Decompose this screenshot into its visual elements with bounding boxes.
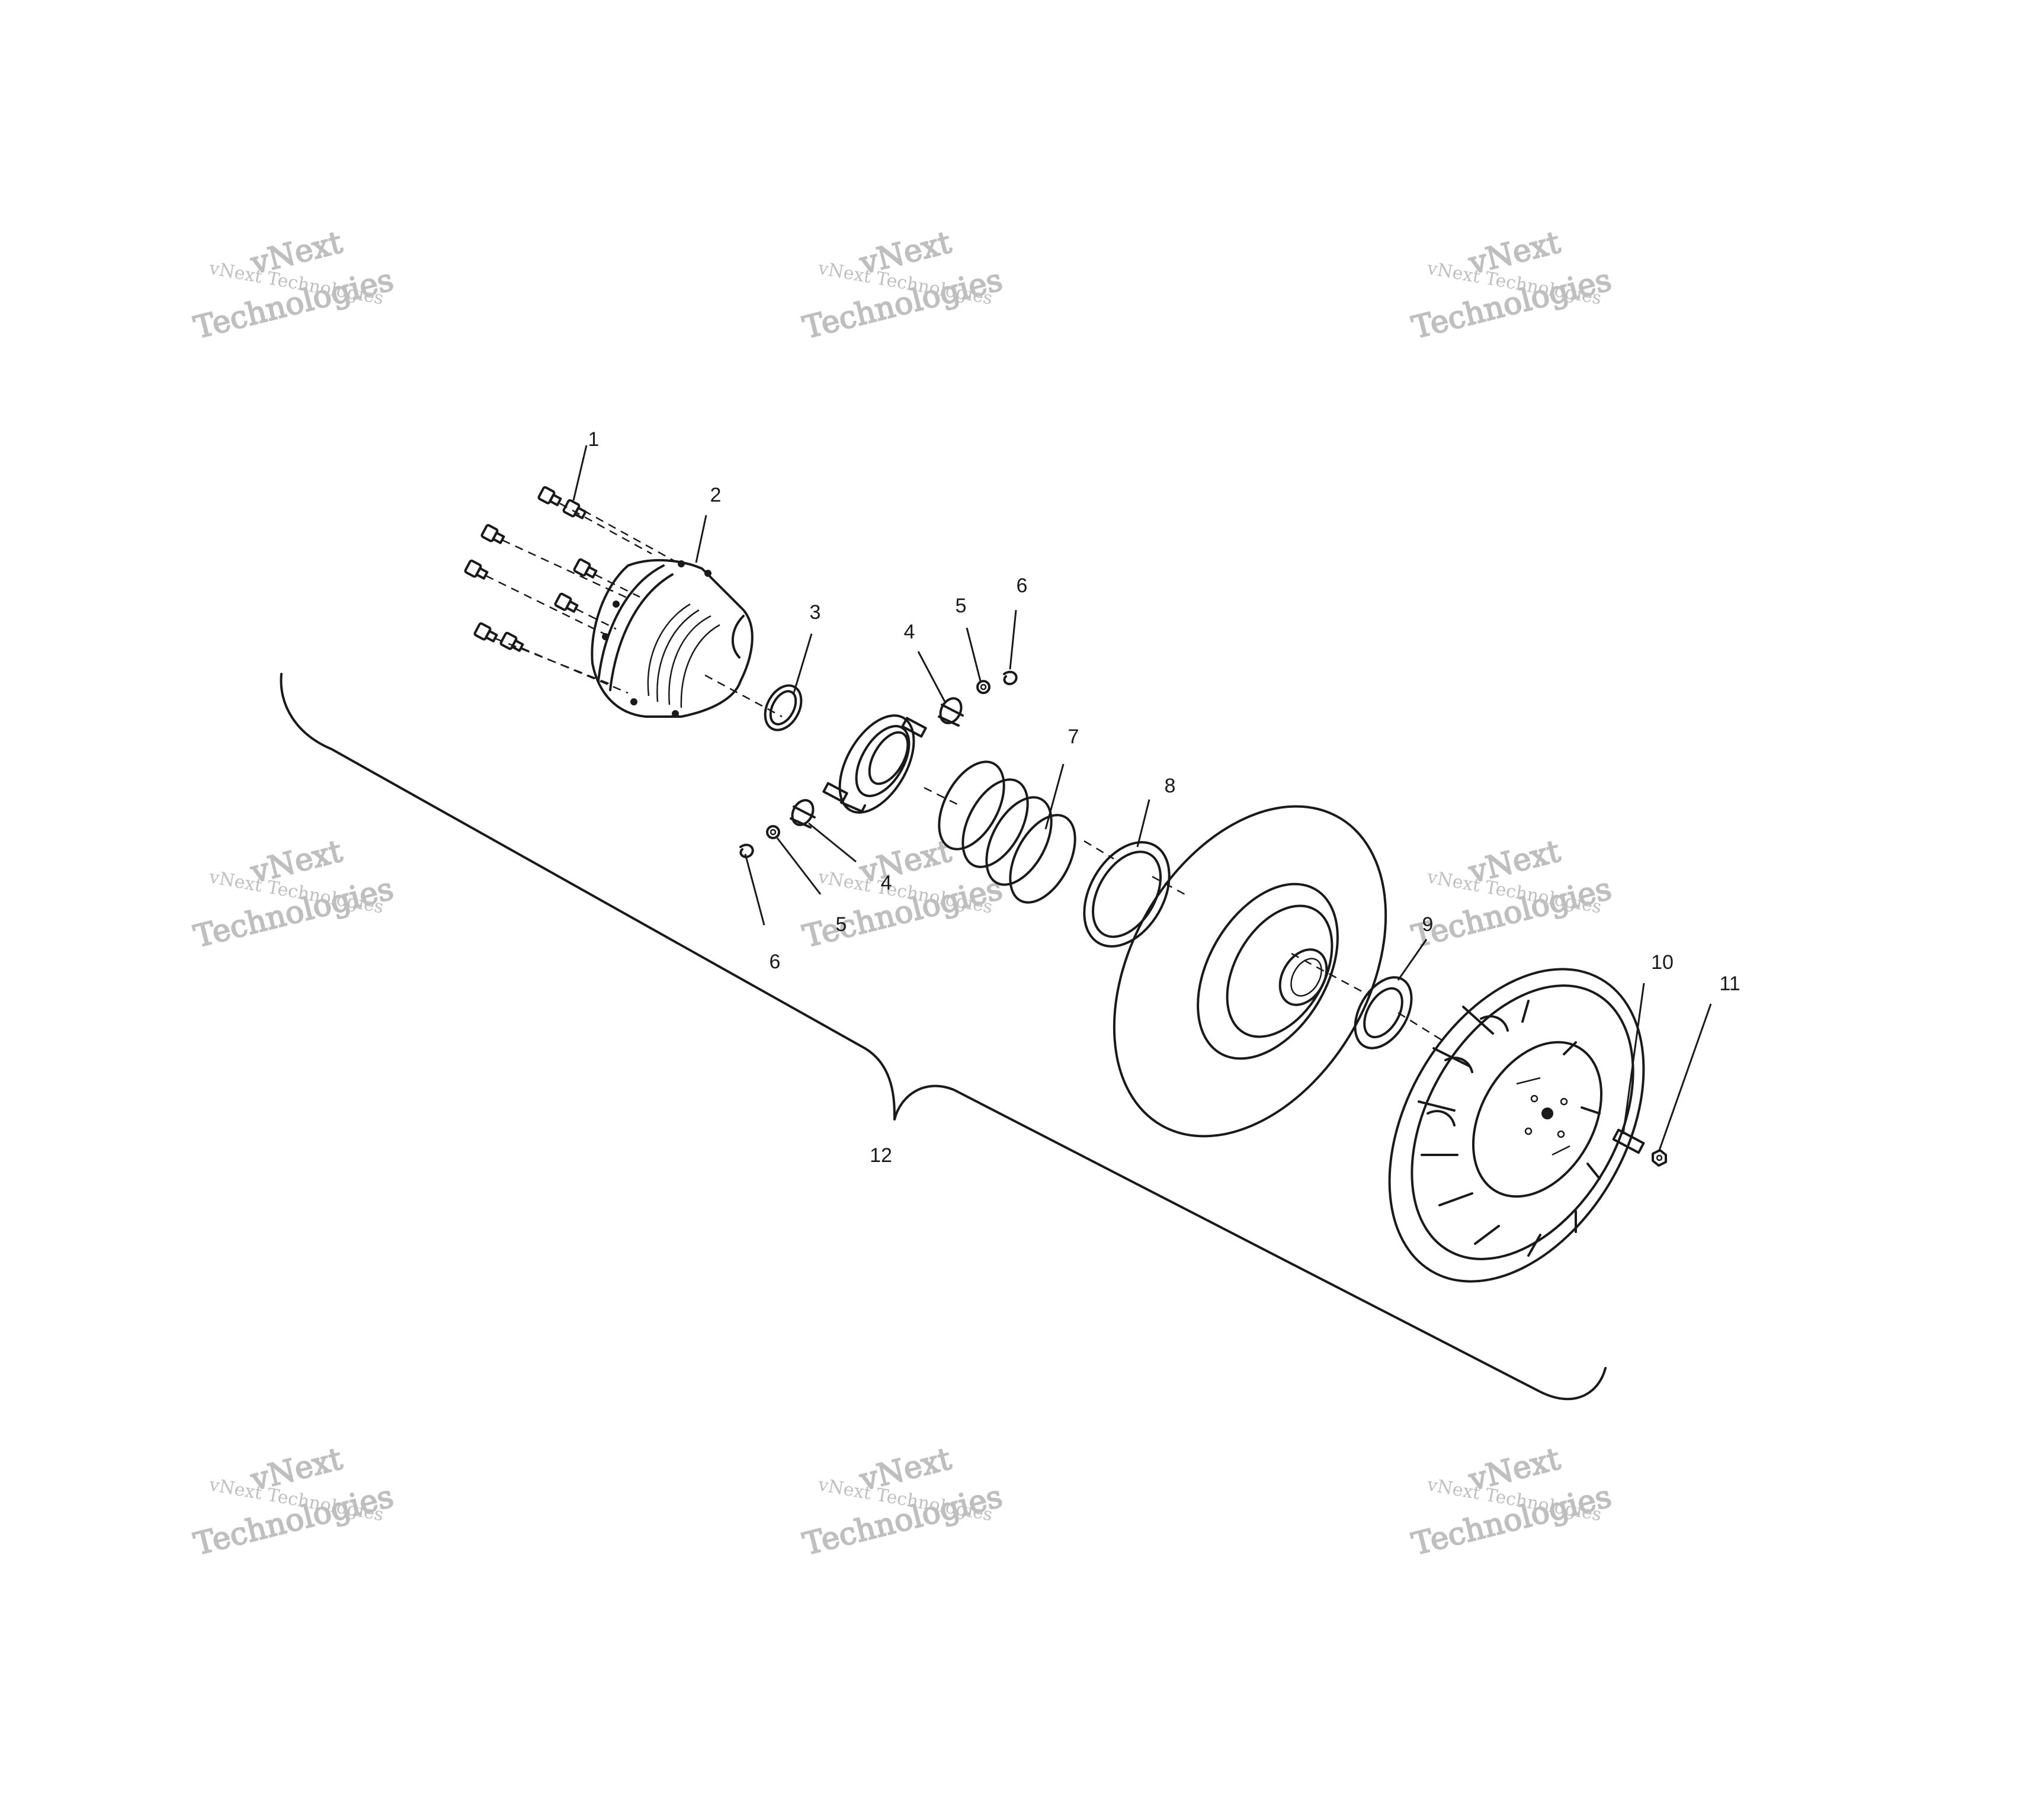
callout-4a: 4 bbox=[904, 621, 915, 643]
callout-9: 9 bbox=[1422, 913, 1434, 936]
spider-hub bbox=[822, 714, 927, 814]
fixed-sheave bbox=[1388, 968, 1645, 1283]
washer-part-9 bbox=[1354, 976, 1413, 1049]
spring bbox=[938, 760, 1076, 904]
ring-part-8 bbox=[1083, 841, 1171, 948]
ring-part-3 bbox=[764, 684, 803, 731]
bolt-set bbox=[464, 486, 598, 652]
clip-lower bbox=[739, 843, 754, 858]
assembly-brace bbox=[280, 673, 1607, 1401]
washer-lower bbox=[766, 825, 780, 839]
callout-5a: 5 bbox=[956, 595, 967, 617]
pin-part-10 bbox=[1612, 1128, 1645, 1154]
callout-10: 10 bbox=[1651, 951, 1674, 974]
bolt-guide-lines bbox=[485, 502, 676, 694]
callout-7: 7 bbox=[1068, 726, 1079, 748]
clip-upper bbox=[1003, 670, 1018, 685]
callout-12: 12 bbox=[870, 1144, 892, 1167]
callout-1: 1 bbox=[588, 428, 600, 451]
callout-2: 2 bbox=[710, 484, 722, 506]
callout-3: 3 bbox=[810, 601, 821, 624]
leader-lines bbox=[572, 445, 1712, 1153]
callout-5b: 5 bbox=[836, 913, 847, 936]
movable-sheave bbox=[1113, 805, 1387, 1138]
roller-upper bbox=[938, 697, 964, 727]
callout-6a: 6 bbox=[1017, 574, 1028, 597]
callout-4b: 4 bbox=[881, 872, 892, 894]
callout-11: 11 bbox=[1719, 972, 1740, 995]
cover-plate bbox=[591, 558, 754, 718]
nut-part-11 bbox=[1652, 1149, 1667, 1167]
callout-8: 8 bbox=[1165, 775, 1176, 797]
callout-6b: 6 bbox=[770, 951, 781, 973]
roller-lower bbox=[790, 799, 816, 829]
callout-labels: 1 2 3 4 5 6 7 8 4 5 6 9 10 11 12 bbox=[588, 428, 1740, 1167]
washer-upper bbox=[976, 680, 991, 694]
